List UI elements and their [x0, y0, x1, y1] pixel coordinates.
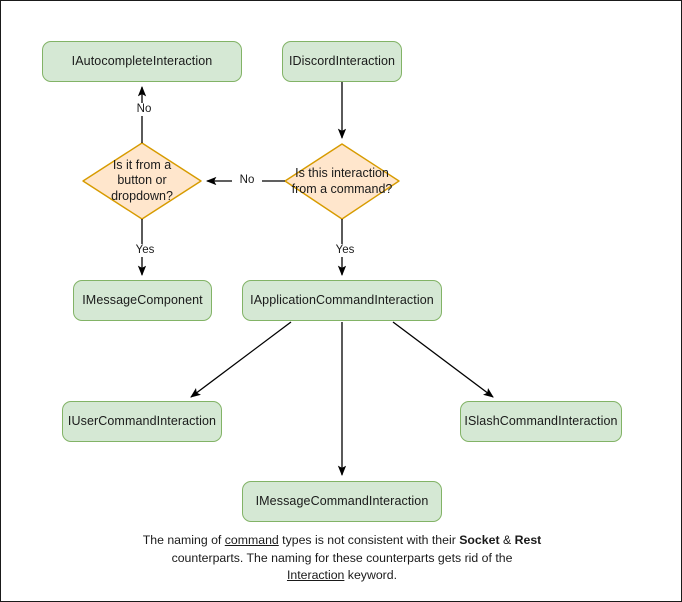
- node-label-wrap: Is it from a button or dropdown?: [83, 143, 201, 219]
- caption-text: types is not consistent with their: [278, 533, 456, 547]
- node-label: ISlashCommandInteraction: [464, 414, 618, 428]
- edge-label-no-to-autocomplete: No: [127, 103, 161, 116]
- node-label-wrap: Is this interaction from a command?: [285, 144, 399, 219]
- node-label: IMessageCommandInteraction: [255, 494, 429, 508]
- node-label: IAutocompleteInteraction: [71, 54, 213, 68]
- node-discord-interaction[interactable]: IDiscordInteraction: [282, 41, 402, 82]
- caption-underline-interaction: Interaction: [286, 568, 345, 582]
- edge-application-command-to-user-command: [190, 321, 292, 398]
- caption-text: counterparts. The naming for these: [171, 550, 363, 565]
- caption-bold-socket: Socket: [459, 533, 500, 547]
- caption-bold-rest: Rest: [514, 533, 542, 547]
- node-label: Is it from a button or dropdown?: [111, 157, 173, 203]
- node-label: Is this interaction from a command?: [291, 166, 393, 196]
- caption-line-2: Socket & Rest counterparts. The naming f…: [172, 533, 542, 565]
- node-user-command-interaction[interactable]: IUserCommandInteraction: [62, 401, 222, 442]
- node-message-command-interaction[interactable]: IMessageCommandInteraction: [242, 481, 442, 522]
- edge-label-yes-to-message-component: Yes: [127, 244, 163, 257]
- caption-note: The naming of command types is not consi…: [142, 532, 542, 585]
- node-label: IApplicationCommandInteraction: [250, 293, 434, 307]
- node-decision-button-or-dropdown[interactable]: Is it from a button or dropdown?: [83, 143, 201, 219]
- edge-label-no-to-button-or-dropdown: No: [232, 174, 262, 187]
- caption-line-3: counterparts gets rid of the Interaction…: [287, 551, 512, 583]
- caption-text: counterparts gets rid of the: [366, 550, 513, 565]
- node-application-command-interaction[interactable]: IApplicationCommandInteraction: [242, 280, 442, 321]
- node-label: IMessageComponent: [82, 293, 203, 307]
- node-decision-from-command[interactable]: Is this interaction from a command?: [285, 144, 399, 219]
- caption-line-1: The naming of command types is not consi…: [143, 533, 456, 547]
- caption-text: &: [499, 533, 515, 547]
- caption-text: The naming of: [142, 533, 225, 547]
- node-autocomplete-interaction[interactable]: IAutocompleteInteraction: [42, 41, 242, 82]
- node-slash-command-interaction[interactable]: ISlashCommandInteraction: [460, 401, 622, 442]
- edge-label-yes-to-application-command: Yes: [327, 244, 363, 257]
- node-label: IDiscordInteraction: [288, 54, 396, 68]
- caption-text: keyword.: [344, 568, 398, 582]
- edge-application-command-to-slash-command: [392, 321, 494, 398]
- caption-underline-command: command: [224, 533, 279, 547]
- node-label: IUserCommandInteraction: [67, 414, 217, 428]
- node-message-component[interactable]: IMessageComponent: [73, 280, 212, 321]
